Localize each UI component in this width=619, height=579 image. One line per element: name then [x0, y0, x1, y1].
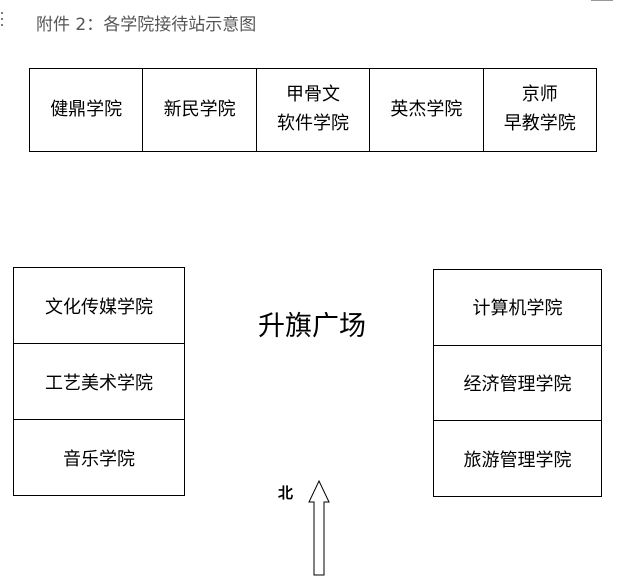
- station-name: 旅游管理学院: [463, 449, 572, 471]
- station-name: 文化传媒学院: [45, 296, 153, 318]
- document-heading: 附件 2：各学院接待站示意图: [36, 15, 257, 35]
- station-cell: 文化传媒学院: [13, 267, 185, 344]
- station-name-line-2: 软件学院: [276, 113, 349, 134]
- station-name: 经济管理学院: [463, 373, 572, 395]
- station-name: 计算机学院: [472, 298, 563, 320]
- station-name-line-1: 京师: [521, 84, 558, 106]
- station-name: 工艺美术学院: [45, 372, 153, 394]
- station-name: 音乐学院: [63, 448, 135, 470]
- north-arrow-icon: [308, 480, 330, 576]
- left-column-stations: 文化传媒学院 工艺美术学院 音乐学院: [13, 267, 185, 496]
- station-name: 健鼎学院: [50, 98, 123, 120]
- station-cell: 计算机学院: [433, 269, 602, 346]
- station-name-line-1: 甲骨文: [285, 84, 340, 106]
- right-column-stations: 计算机学院 经济管理学院 旅游管理学院: [433, 269, 602, 497]
- station-cell: 英杰学院: [369, 68, 484, 152]
- station-cell: 新民学院: [142, 68, 257, 152]
- station-cell: 经济管理学院: [433, 344, 602, 422]
- plaza-label: 升旗广场: [258, 311, 366, 342]
- station-cell: 甲骨文 软件学院: [255, 68, 371, 152]
- drag-handle-icon[interactable]: [1, 12, 4, 30]
- station-name-line-2: 早教学院: [503, 113, 576, 134]
- page-corner-divider: [591, 0, 613, 1]
- station-cell: 工艺美术学院: [13, 343, 185, 420]
- north-label: 北: [278, 484, 294, 502]
- station-cell: 音乐学院: [13, 419, 185, 496]
- top-row-stations: 健鼎学院 新民学院 甲骨文 软件学院 英杰学院 京师 早教学院: [28, 68, 598, 152]
- station-name: 新民学院: [163, 98, 236, 120]
- station-name: 英杰学院: [390, 98, 463, 120]
- station-cell: 旅游管理学院: [433, 420, 602, 497]
- station-cell: 京师 早教学院: [482, 68, 598, 152]
- station-cell: 健鼎学院: [28, 68, 144, 152]
